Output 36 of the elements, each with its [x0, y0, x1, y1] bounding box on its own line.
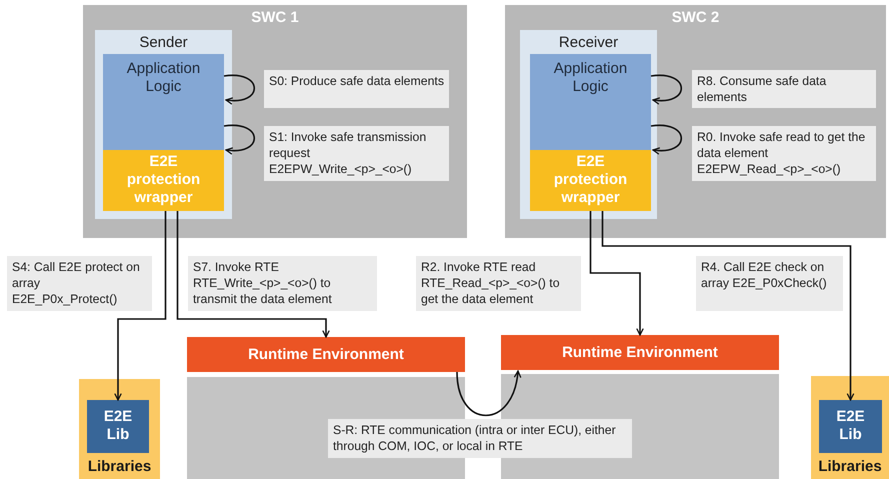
annotation-text: S7. Invoke RTE RTE_Write_<p>_<o>() to transmit the data element — [188, 256, 377, 311]
annotation-text: S0: Produce safe data elements — [264, 70, 449, 108]
library-box: E2E Lib — [87, 400, 149, 453]
annotation-text: S1: Invoke safe transmission request E2EPW_Write_<p>_<o>() — [264, 126, 449, 181]
arrow — [224, 124, 255, 154]
annotation-text: S4: Call E2E protect on array E2E_P0x_Protect() — [7, 256, 152, 311]
arrow — [602, 211, 854, 401]
libraries-title: Libraries — [86, 458, 152, 476]
arrow — [650, 124, 682, 154]
libraries-box — [811, 376, 889, 479]
annotation-text: S-R: RTE communication (intra or inter ECU), either through COM, IOC, or local in RTE — [328, 419, 632, 458]
role-title: Sender — [138, 34, 189, 52]
library-box: E2E Lib — [819, 400, 882, 453]
protection-wrapper-box: E2E protection wrapper — [103, 150, 224, 211]
annotation-text: R8. Consume safe data elements — [692, 70, 876, 108]
arrow — [114, 211, 166, 401]
runtime-environment-bar: Runtime Environment — [187, 337, 465, 372]
role-box — [520, 30, 657, 219]
role-box — [95, 30, 232, 219]
annotation-text: R2. Invoke RTE read RTE_Read_<p>_<o>() to get the data element — [416, 256, 581, 311]
arrow — [590, 211, 644, 336]
role-title: Receiver — [558, 34, 620, 52]
arrow — [456, 370, 521, 416]
libraries-title: Libraries — [817, 458, 883, 476]
component-title: SWC 1 — [250, 9, 300, 27]
annotation-text: R0. Invoke safe read to get the data element E2EPW_Read_<p>_<o>() — [692, 126, 876, 181]
arrow — [176, 211, 330, 338]
arrow — [224, 74, 255, 104]
protection-wrapper-box: E2E protection wrapper — [530, 150, 651, 211]
application-logic-box: Application Logic — [103, 54, 224, 150]
arrow — [650, 74, 682, 104]
application-logic-box: Application Logic — [530, 54, 651, 150]
libraries-box — [79, 379, 160, 479]
runtime-environment-bar: Runtime Environment — [501, 335, 779, 370]
component-title: SWC 2 — [670, 9, 720, 27]
annotation-text: R4. Call E2E check on array E2E_P0xCheck() — [696, 256, 843, 311]
